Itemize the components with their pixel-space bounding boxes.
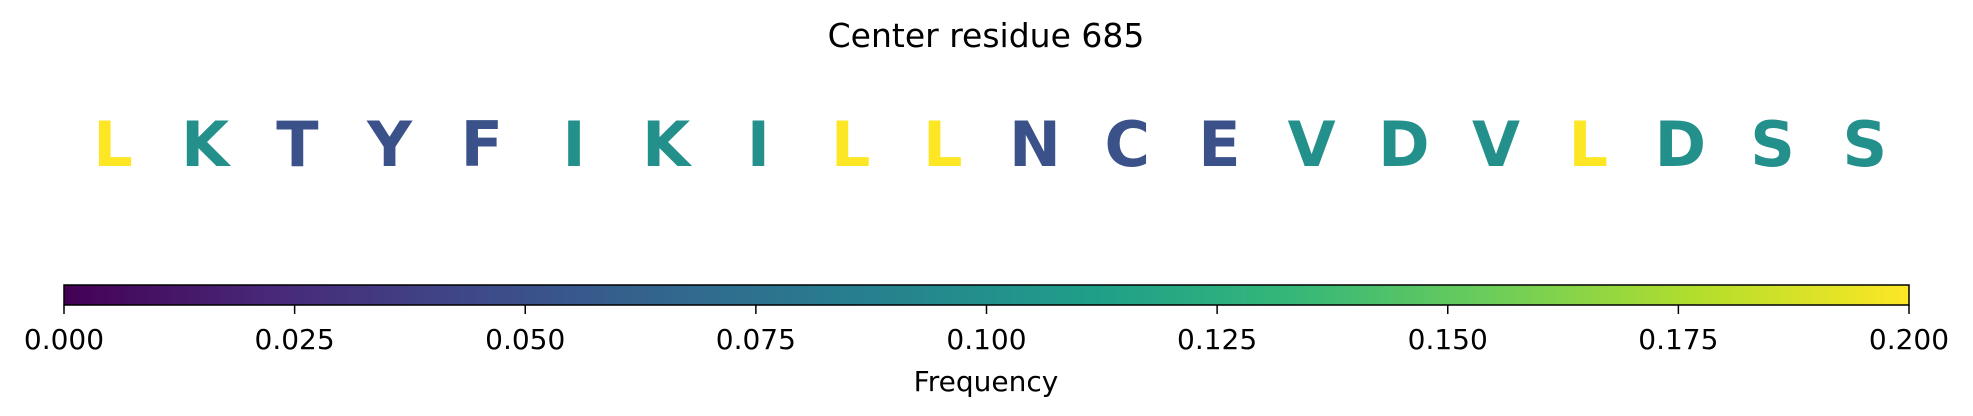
residue-letter: T	[276, 108, 318, 181]
residue-letter: S	[1750, 108, 1795, 181]
colorbar-tick-label: 0.100	[946, 323, 1026, 356]
residue-letter: D	[1655, 108, 1706, 181]
residue-letter: V	[1288, 108, 1336, 181]
residue-letter: N	[1009, 108, 1061, 181]
colorbar-tick-label: 0.025	[255, 323, 335, 356]
colorbar-gradient	[63, 284, 1910, 306]
colorbar-tick-label: 0.075	[716, 323, 796, 356]
colorbar-label: Frequency	[914, 365, 1059, 398]
residue-letter: L	[831, 108, 871, 181]
residue-letter: C	[1104, 108, 1150, 181]
residue-letter: L	[93, 108, 133, 181]
residue-letter: K	[642, 108, 692, 181]
chart-title: Center residue 685	[828, 16, 1145, 55]
residue-letter: I	[747, 108, 770, 181]
residue-letter: D	[1378, 108, 1429, 181]
residue-letter: L	[923, 108, 963, 181]
colorbar-tick-label: 0.050	[485, 323, 565, 356]
residue-letter: F	[461, 108, 503, 181]
residue-letter: L	[1568, 108, 1608, 181]
colorbar-tick-label: 0.175	[1638, 323, 1718, 356]
colorbar-tick-label: 0.125	[1177, 323, 1257, 356]
residue-letter: S	[1842, 108, 1887, 181]
colorbar-tick-label: 0.150	[1408, 323, 1488, 356]
colorbar-ticks: 0.000 0.025 0.050 0.075 0.100 0.125 0.150 0.175…	[24, 305, 1949, 356]
residue-letter: Y	[366, 108, 413, 181]
colorbar: 0.000 0.025 0.050 0.075 0.100 0.125 0.150 0.175…	[24, 284, 1949, 398]
colorbar-tick-label: 0.000	[24, 323, 104, 356]
residue-letter: K	[181, 108, 231, 181]
residue-letter: I	[562, 108, 585, 181]
colorbar-tick-label: 0.200	[1869, 323, 1949, 356]
residue-letter: V	[1472, 108, 1520, 181]
residue-letter: E	[1198, 108, 1240, 181]
